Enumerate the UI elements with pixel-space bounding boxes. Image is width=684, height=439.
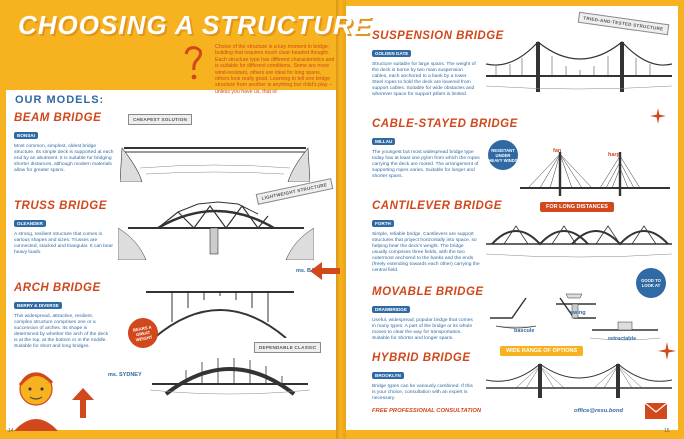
- section-title: CANTILEVER BRIDGE: [372, 200, 502, 212]
- truss-signature: ms. BAUD: [296, 268, 323, 274]
- section-title: CABLE-STAYED BRIDGE: [372, 118, 518, 130]
- section-truss-bridge: TRUSS BRIDGE OLEANDER A strong, resilien…: [14, 200, 114, 256]
- section-title: HYBRID BRIDGE: [372, 352, 471, 364]
- movable-note-badge: GOOD TO LOOK AT: [636, 268, 666, 298]
- question-mark-icon: [184, 46, 203, 80]
- section-text: Simple, reliable bridge. Cantilevers are…: [372, 232, 480, 273]
- section-tag: MILLAU: [372, 138, 396, 145]
- section-text: Structure suitable for large spans. The …: [372, 62, 476, 97]
- section-hybrid-bridge: HYBRID BRIDGE BROOKLYN Bridge types can …: [372, 352, 476, 402]
- cable-stayed-note-badge: RESISTANT UNDER HEAVY WINDS: [488, 140, 518, 170]
- hybrid-banner: WIDE RANGE OF OPTIONS: [500, 346, 584, 356]
- section-cable-stayed-bridge: CABLE-STAYED BRIDGE MILLAU The youngest …: [372, 118, 518, 180]
- arch-bridge-illustration-1: [146, 291, 294, 338]
- retractable-label: retractable: [608, 336, 637, 342]
- section-tag: DRAWBRIDGE: [372, 306, 410, 313]
- email-link[interactable]: office@resu.bond: [574, 408, 624, 414]
- section-cantilever-bridge: CANTILEVER BRIDGE FORTH Simple, reliable…: [372, 200, 502, 274]
- section-tag: BROOKLYN: [372, 372, 404, 379]
- fan-label: fan: [553, 148, 562, 154]
- section-beam-bridge: BEAM BRIDGE BONSAI Most common, simplest…: [14, 112, 114, 174]
- page-title: CHOOSING A STRUCTURE: [18, 10, 372, 40]
- movable-bridge-illustration: [490, 293, 596, 329]
- section-text: A strong, resilient structure that comes…: [14, 232, 113, 255]
- section-tag: GOLDEN GATE: [372, 50, 412, 57]
- title-area: [6, 6, 336, 90]
- page-number-left: 14: [8, 428, 14, 434]
- section-text: The youngest but most widespread bridge …: [372, 150, 480, 179]
- section-title: BEAM BRIDGE: [14, 112, 102, 124]
- bascule-label: bascule: [514, 328, 535, 334]
- section-tag: BERRY & DIVERSE: [14, 302, 62, 309]
- sparkle-icon: [650, 108, 666, 124]
- swing-label: swing: [570, 310, 586, 316]
- section-tag: OLEANDER: [14, 220, 46, 227]
- harp-label: harp: [608, 152, 620, 158]
- section-suspension-bridge: SUSPENSION BRIDGE GOLDEN GATE Structure …: [372, 30, 504, 98]
- beam-bridge-illustration: [120, 147, 310, 182]
- section-title: ARCH BRIDGE: [14, 282, 101, 294]
- cantilever-bridge-illustration: [486, 225, 672, 258]
- hybrid-bridge-illustration: [486, 363, 672, 398]
- sparkle-icon: [658, 342, 676, 360]
- section-text: Most common, simplest, oldest bridge str…: [14, 144, 114, 173]
- section-text: Useful, widespread, popular bridge that …: [372, 318, 473, 341]
- suspension-bridge-illustration: [486, 41, 672, 92]
- section-text: Bridge types can be variously combined. …: [372, 384, 473, 401]
- section-tag: FORTH: [372, 220, 394, 227]
- section-movable-bridge: MOVABLE BRIDGE DRAWBRIDGE Useful, widesp…: [372, 286, 484, 342]
- arrow-up-icon: [72, 388, 94, 418]
- page-number-right: 15: [664, 428, 670, 434]
- beam-stamp: CHEAPEST SOLUTION: [128, 114, 193, 125]
- arch-stamp: DEPENDABLE CLASSIC: [254, 342, 322, 353]
- consultation-link[interactable]: FREE PROFESSIONAL CONSULTATION: [372, 408, 482, 414]
- section-arch-bridge: ARCH BRIDGE BERRY & DIVERSE This widespr…: [14, 282, 112, 350]
- models-label: OUR MODELS:: [8, 92, 112, 108]
- retractable-bridge-illustration: [590, 321, 660, 341]
- arrow-icon: [310, 262, 340, 280]
- envelope-icon: [644, 402, 668, 419]
- section-text: This widespread, attractive, resilient, …: [14, 314, 109, 349]
- truss-bridge-illustration: [118, 201, 314, 260]
- book-spine: [336, 0, 346, 439]
- section-title: MOVABLE BRIDGE: [372, 286, 484, 298]
- arch-bridge-illustration-2: [150, 358, 310, 396]
- cable-stayed-bridge-illustration: [520, 152, 670, 196]
- arch-signature: ms. SYDNEY: [108, 372, 142, 378]
- section-tag: BONSAI: [14, 132, 38, 139]
- section-title: SUSPENSION BRIDGE: [372, 30, 504, 42]
- section-title: TRUSS BRIDGE: [14, 200, 107, 212]
- cantilever-banner: FOR LONG DISTANCES: [540, 202, 614, 212]
- person-illustration: [14, 372, 58, 431]
- intro-text: Choice of the structure is a key moment …: [215, 44, 335, 95]
